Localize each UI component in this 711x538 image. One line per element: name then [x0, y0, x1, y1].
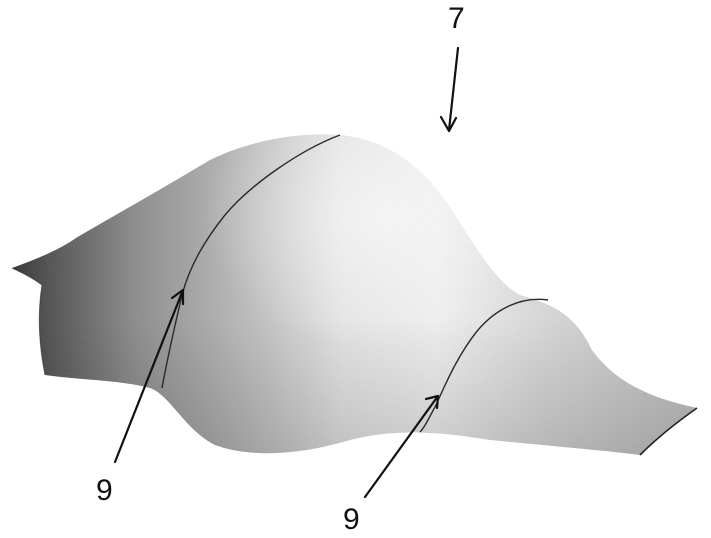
- seam-line-right: [419, 298, 549, 433]
- seam-line-left: [161, 134, 341, 389]
- reference-arrow-9-left: [113, 288, 185, 464]
- reference-arrow-7: [439, 46, 460, 133]
- front-edge: [11, 267, 46, 376]
- rear-opening-edge: [639, 407, 698, 456]
- reference-arrow-9-right: [363, 394, 440, 499]
- label-seam-9-left: 9: [96, 474, 113, 507]
- surface-stipple: [12, 134, 697, 456]
- label-shell-7: 7: [448, 2, 465, 35]
- label-seam-9-right: 9: [343, 503, 360, 536]
- shell-surface: [11, 134, 698, 456]
